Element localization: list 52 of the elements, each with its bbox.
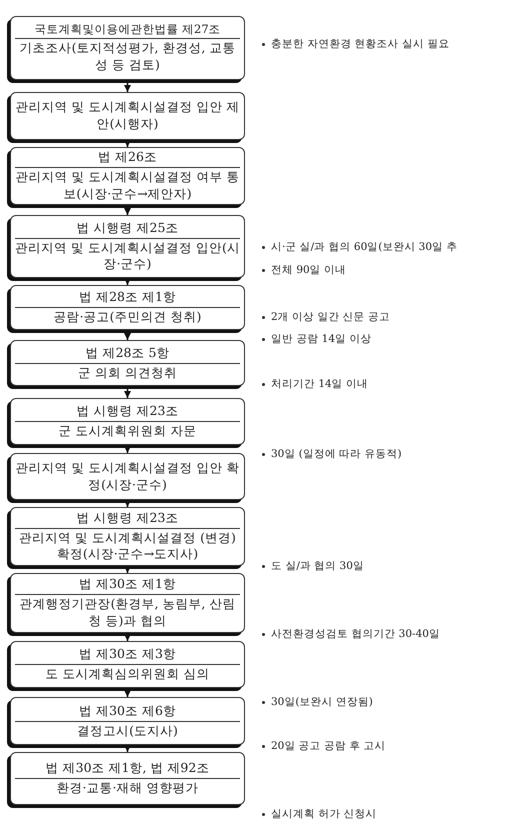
note-text: 2개 이상 일간 신문 공고 xyxy=(271,310,390,324)
arrow xyxy=(124,688,131,697)
law-article-heading: 국토계획및이용에관한법률 제27조 xyxy=(15,20,240,40)
process-box xyxy=(10,147,245,205)
note-text: 시·군 실/과 협의 60일(보완시 30일 추 xyxy=(271,240,458,254)
process-box xyxy=(10,16,245,80)
law-article-heading: 법 제26조 xyxy=(15,148,240,168)
law-article-heading: 법 제30조 제6항 xyxy=(15,702,240,722)
step-text: 관리지역 및 도시계획시설결정 입안 제안(시행자) xyxy=(14,98,240,133)
process-box xyxy=(10,340,245,386)
note-text: 사전환경성검토 협의기간 30-40일 xyxy=(271,627,440,641)
note-text: 20일 공고 공람 후 고시 xyxy=(271,739,386,753)
note-text: 30일(보완시 연장됨) xyxy=(271,695,373,709)
step-text: 기초조사(토지적성평가, 환경성, 교통성 등 검토) xyxy=(18,39,236,74)
process-box xyxy=(10,285,245,330)
step-text: 관리지역 및 도시계획시설결정 입안 확정(시장·군수) xyxy=(14,458,240,494)
process-box xyxy=(10,752,245,805)
note-text: 일반 공람 14일 이상 xyxy=(271,332,372,346)
step-text: 관리지역 및 도시계획시설결정 여부 통보(시장·군수→제안자) xyxy=(14,168,240,203)
step-text: 관리지역 및 도시계획시설결정 (변경) 확정(시장·군수→도지사) xyxy=(18,528,237,564)
law-article-heading: 법 시행령 제23조 xyxy=(15,508,240,529)
law-article-heading: 법 시행령 제23조 xyxy=(15,402,240,422)
arrow xyxy=(124,445,131,453)
step-text: 군 도시계획위원회 자문 xyxy=(58,422,198,440)
step-text: 관계행정기관장(환경부, 농림부, 산림청 등)과 협의 xyxy=(18,595,236,630)
note-text: 전체 90일 이내 xyxy=(271,263,346,277)
step-text: 공람·공고(주민의견 청취) xyxy=(52,308,202,326)
process-box xyxy=(10,697,245,745)
law-article-heading: 법 제30조 제3항 xyxy=(15,645,240,665)
law-article-heading: 법 제30조 제1항, 법 제92조 xyxy=(15,759,240,779)
step-text: 군 의회 의견청취 xyxy=(77,364,178,382)
process-box xyxy=(10,92,245,140)
law-article-heading: 법 제28조 제1항 xyxy=(15,288,240,308)
step-text: 환경·교통·재해 영향평가 xyxy=(56,779,200,797)
step-text: 결정고시(도지사) xyxy=(76,722,179,740)
law-article-heading: 법 제28조 5항 xyxy=(15,344,240,364)
note-text: 처리기간 14일 이내 xyxy=(271,377,368,391)
process-box xyxy=(10,507,245,566)
process-box xyxy=(10,573,245,633)
process-box xyxy=(10,398,245,445)
step-text: 관리지역 및 도시계획시설결정 입안(시장·군수) xyxy=(14,238,241,274)
law-article-heading: 법 시행령 제25조 xyxy=(15,218,240,239)
note-text: 실시계획 허가 신청시 xyxy=(271,807,377,821)
step-text: 도 도시계획심의위원회 심의 xyxy=(44,665,210,683)
process-box xyxy=(10,453,245,500)
law-article-heading: 법 제30조 제1항 xyxy=(15,575,240,596)
note-text: 도 실/과 협의 30일 xyxy=(271,559,364,573)
note-text: 충분한 자연환경 현황조사 실시 필요 xyxy=(271,37,450,51)
process-box xyxy=(10,215,245,278)
process-box xyxy=(10,641,245,688)
arrow xyxy=(124,633,131,641)
note-text: 30일 (일정에 따라 유동적) xyxy=(271,447,402,461)
